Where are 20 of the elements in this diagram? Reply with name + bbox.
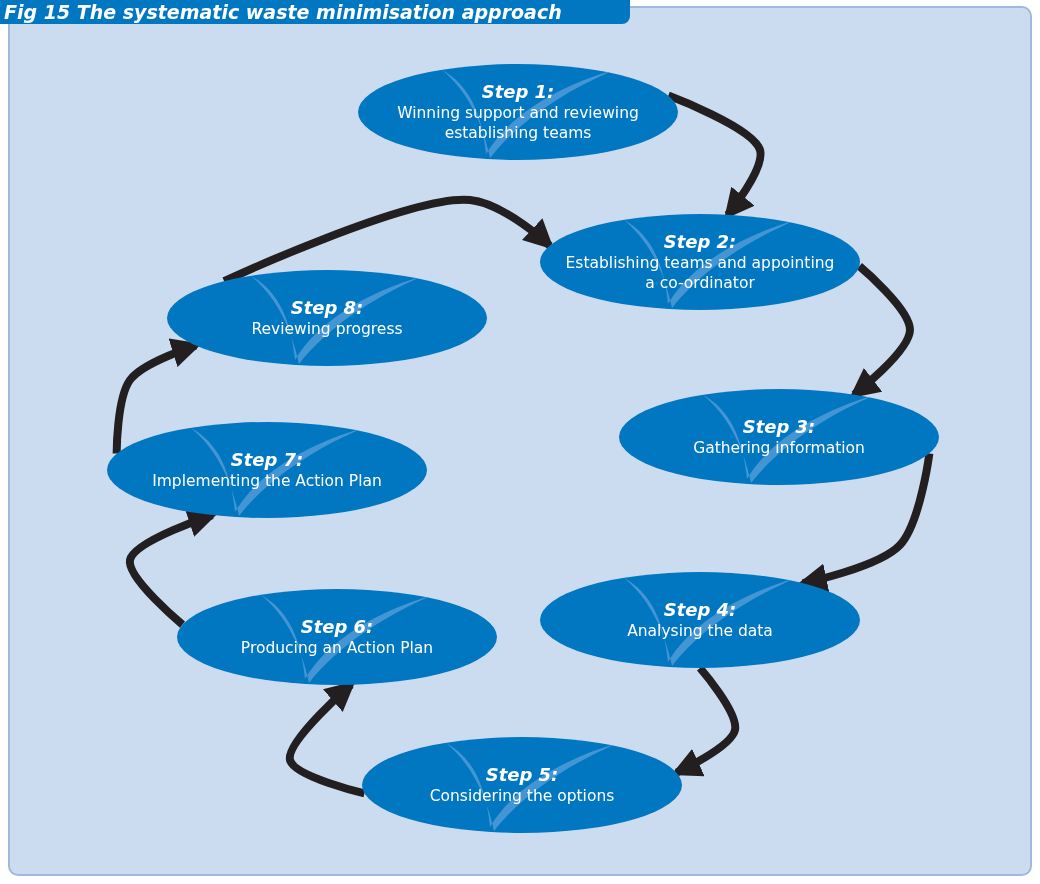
step-heading: Step 4: [663,599,737,621]
step-description: Considering the options [429,786,615,806]
step-heading: Step 6: [300,616,374,638]
figure-title: Fig 15 The systematic waste minimisation approach [4,1,562,23]
step-description: Gathering information [693,438,865,458]
step-heading: Step 8: [290,297,364,319]
curved-arrow [797,452,934,593]
step-description: Establishing teams and appointing a co-ordinator [565,253,835,293]
step-heading: Step 1: [481,81,555,103]
step-heading: Step 2: [663,231,737,253]
step-description: Analysing the data [627,621,773,641]
step-heading: Step 3: [742,416,816,438]
step-description: Reviewing progress [251,319,403,339]
step-description: Implementing the Action Plan [152,471,382,491]
curved-arrow [112,338,202,454]
step-heading: Step 5: [485,764,559,786]
step-description: Winning support and reviewing establishing teams [396,103,640,143]
step-description: Producing an Action Plan [240,638,434,658]
curved-arrow [849,263,914,399]
step-heading: Step 7: [230,449,304,471]
